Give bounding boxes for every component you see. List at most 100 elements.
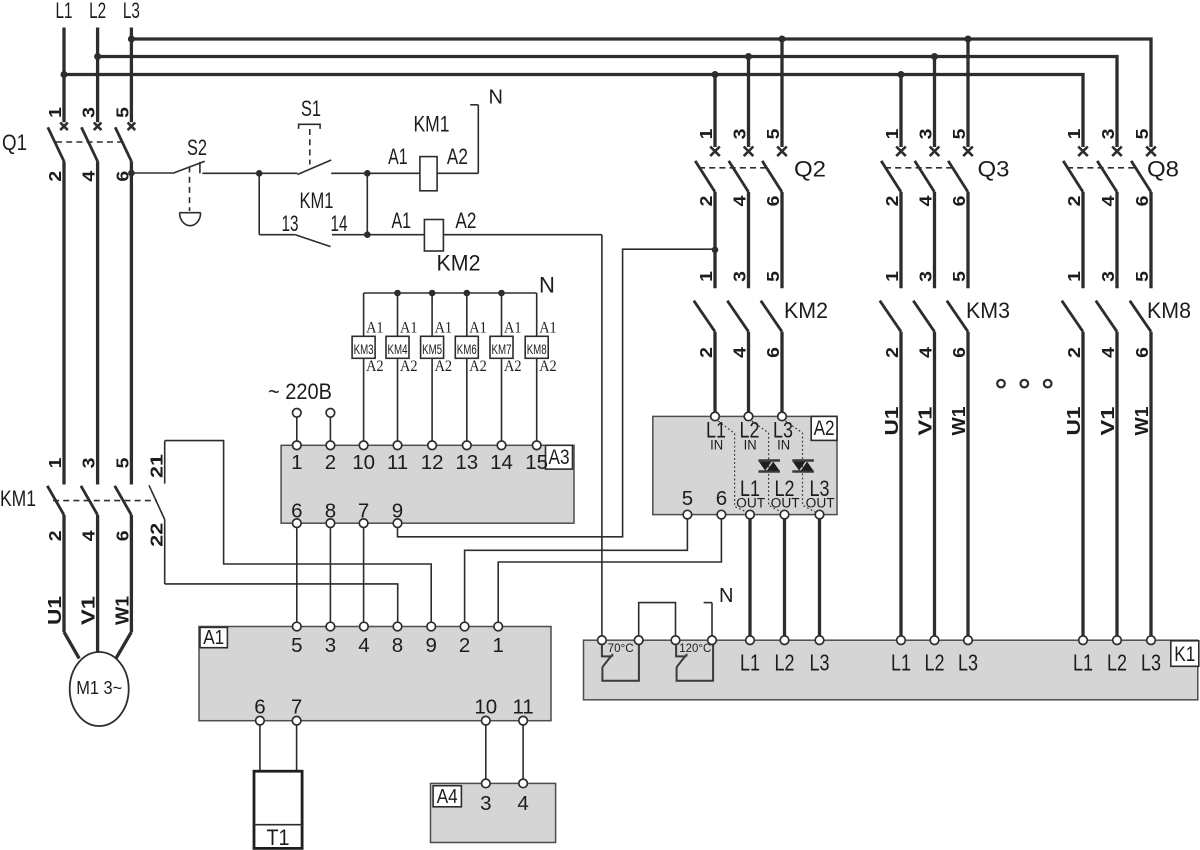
svg-text:A2: A2 [504,358,522,375]
svg-text:KM5: KM5 [422,341,442,357]
svg-text:6: 6 [949,347,969,358]
svg-text:14: 14 [490,451,513,474]
svg-text:Q8: Q8 [1147,157,1179,182]
svg-text:5: 5 [1132,271,1152,282]
svg-text:4: 4 [79,530,99,541]
svg-text:A1: A1 [435,320,453,337]
svg-text:13: 13 [455,451,478,474]
svg-text:L1: L1 [740,476,760,501]
svg-text:4: 4 [1098,347,1118,358]
svg-text:L2: L2 [1107,650,1127,676]
svg-text:5: 5 [763,271,783,282]
svg-text:A2: A2 [400,358,418,375]
svg-text:12: 12 [421,451,444,474]
svg-text:W1: W1 [1132,407,1152,436]
svg-text:22: 22 [147,522,167,546]
svg-text:3: 3 [916,128,936,139]
svg-text:K1: K1 [1174,643,1195,666]
svg-text:L1: L1 [56,0,73,23]
svg-text:L1: L1 [1073,650,1093,676]
svg-text:2: 2 [325,451,336,474]
svg-text:Q2: Q2 [794,157,826,182]
svg-text:5: 5 [1132,128,1152,139]
svg-text:10: 10 [474,696,497,719]
svg-text:6: 6 [763,347,783,358]
svg-text:IN: IN [777,438,790,453]
svg-text:U1: U1 [45,596,65,625]
svg-text:13: 13 [282,211,299,236]
svg-text:70°C: 70°C [608,643,634,655]
svg-text:S1: S1 [301,96,321,121]
svg-text:L3: L3 [810,650,830,676]
svg-text:2: 2 [45,530,65,541]
svg-text:5: 5 [763,128,783,139]
svg-text:3: 3 [730,271,750,282]
svg-text:L3: L3 [123,0,140,23]
svg-text:A2: A2 [539,358,557,375]
svg-text:1: 1 [882,271,902,282]
svg-text:KM6: KM6 [457,341,477,357]
svg-text:KM8: KM8 [527,341,547,357]
svg-text:L3: L3 [1141,650,1161,676]
svg-text:5: 5 [112,457,132,468]
svg-text:A1: A1 [469,320,487,337]
svg-text:KM7: KM7 [492,341,512,357]
svg-text:5: 5 [291,634,302,657]
svg-text:21: 21 [147,454,167,478]
svg-text:2: 2 [459,634,470,657]
svg-text:L2: L2 [925,650,945,676]
svg-text:6: 6 [291,500,302,523]
svg-text:5: 5 [949,128,969,139]
svg-text:KM3: KM3 [354,341,374,357]
svg-text:6: 6 [1132,347,1152,358]
svg-text:2: 2 [696,347,716,358]
svg-text:3: 3 [730,128,750,139]
svg-text:6: 6 [1132,195,1152,206]
svg-text:A1: A1 [388,144,408,169]
svg-text:A4: A4 [437,786,458,808]
svg-text:1: 1 [291,451,302,474]
svg-text:N: N [539,273,555,298]
svg-text:1: 1 [492,634,503,657]
svg-text:M1 3~: M1 3~ [76,677,122,698]
svg-text:2: 2 [45,171,65,182]
svg-text:3: 3 [79,457,99,468]
svg-text:4: 4 [730,195,750,206]
svg-text:L3: L3 [773,418,793,443]
svg-text:KM3: KM3 [966,298,1010,323]
svg-text:2: 2 [882,347,902,358]
svg-text:L2: L2 [740,418,760,443]
svg-text:120°C: 120°C [679,643,711,655]
svg-text:N: N [489,87,503,109]
svg-text:A2: A2 [455,208,476,233]
svg-text:W1: W1 [112,596,132,625]
svg-text:Q3: Q3 [978,157,1010,182]
svg-text:L3: L3 [958,650,978,676]
svg-text:1: 1 [696,271,716,282]
svg-text:11: 11 [512,696,533,719]
svg-text:3: 3 [1098,128,1118,139]
svg-text:~ 220B: ~ 220B [268,379,332,404]
svg-text:4: 4 [916,195,936,206]
svg-text:1: 1 [882,128,902,139]
svg-text:A1: A1 [504,320,522,337]
svg-text:9: 9 [392,500,403,523]
svg-text:5: 5 [112,107,132,118]
svg-text:L1: L1 [891,650,911,676]
svg-text:KM2: KM2 [437,251,481,276]
svg-text:6: 6 [254,696,265,719]
svg-text:4: 4 [916,347,936,358]
svg-text:T1: T1 [267,825,290,850]
svg-text:Q1: Q1 [2,130,27,155]
svg-text:W1: W1 [949,407,969,436]
svg-text:A2: A2 [447,144,468,169]
svg-text:3: 3 [1098,271,1118,282]
svg-text:6: 6 [716,487,727,510]
svg-text:3: 3 [79,107,99,118]
svg-text:IN: IN [744,438,757,453]
svg-text:OUT: OUT [736,496,765,511]
svg-text:1: 1 [45,107,65,118]
svg-text:A2: A2 [435,358,453,375]
svg-text:OUT: OUT [771,496,800,511]
svg-text:L3: L3 [810,476,830,501]
